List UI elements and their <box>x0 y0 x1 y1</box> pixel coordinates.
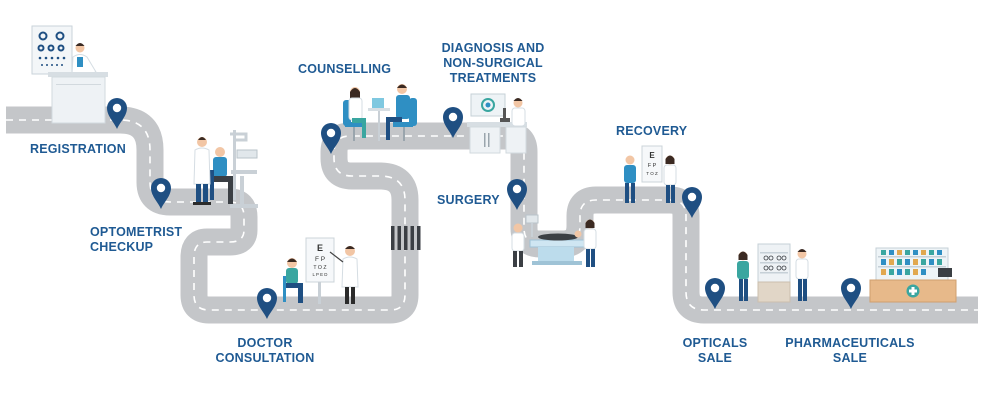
location-pin-icon-registration <box>107 98 127 129</box>
step-label-pharmaceuticals-sale: PHARMACEUTICALS SALE <box>785 336 915 365</box>
diagnosis-illustration <box>467 93 527 154</box>
journey-road <box>6 106 978 324</box>
location-pin-icon-doctor-consultation <box>257 288 277 319</box>
location-pin-icon-optometrist-checkup <box>151 178 171 209</box>
location-pin-icon-opticals-sale <box>705 278 725 309</box>
optometrist-checkup-illustration <box>193 130 258 208</box>
counselling-illustration <box>343 84 417 141</box>
svg-text:E: E <box>317 243 323 253</box>
doctor-consultation-illustration: E F P T O Z L P E D <box>283 237 359 304</box>
opticals-sale-illustration <box>737 243 809 303</box>
surgery-illustration <box>511 214 597 267</box>
step-pins <box>107 98 861 319</box>
recovery-illustration: E F P T O Z <box>624 145 677 203</box>
step-label-recovery: RECOVERY <box>616 124 688 138</box>
svg-text:F P: F P <box>648 163 657 169</box>
location-pin-icon-pharmaceuticals-sale <box>841 278 861 309</box>
location-pin-icon-diagnosis <box>443 107 463 138</box>
step-label-surgery: SURGERY <box>437 193 500 207</box>
svg-text:E: E <box>649 151 655 160</box>
location-pin-icon-surgery <box>507 179 527 210</box>
step-label-diagnosis: DIAGNOSIS AND NON-SURGICAL TREATMENTS <box>441 41 545 85</box>
svg-text:F P: F P <box>315 256 325 263</box>
step-label-doctor-consultation: DOCTOR CONSULTATION <box>215 336 315 365</box>
location-pin-icon-recovery <box>682 187 702 218</box>
step-label-counselling: COUNSELLING <box>298 62 392 76</box>
svg-text:T O Z: T O Z <box>646 171 658 176</box>
step-label-opticals-sale: OPTICALS SALE <box>682 336 748 365</box>
step-label-optometrist-checkup: OPTOMETRIST CHECKUP <box>90 225 183 254</box>
road-center-line <box>6 119 978 311</box>
svg-text:T O Z: T O Z <box>313 265 326 271</box>
registration-desk-illustration <box>31 25 108 124</box>
pharmacy-illustration <box>869 247 957 303</box>
crosswalk <box>391 226 421 250</box>
location-pin-icon-counselling <box>321 123 341 154</box>
step-label-registration: REGISTRATION <box>30 142 126 156</box>
svg-text:L P E D: L P E D <box>313 272 328 277</box>
